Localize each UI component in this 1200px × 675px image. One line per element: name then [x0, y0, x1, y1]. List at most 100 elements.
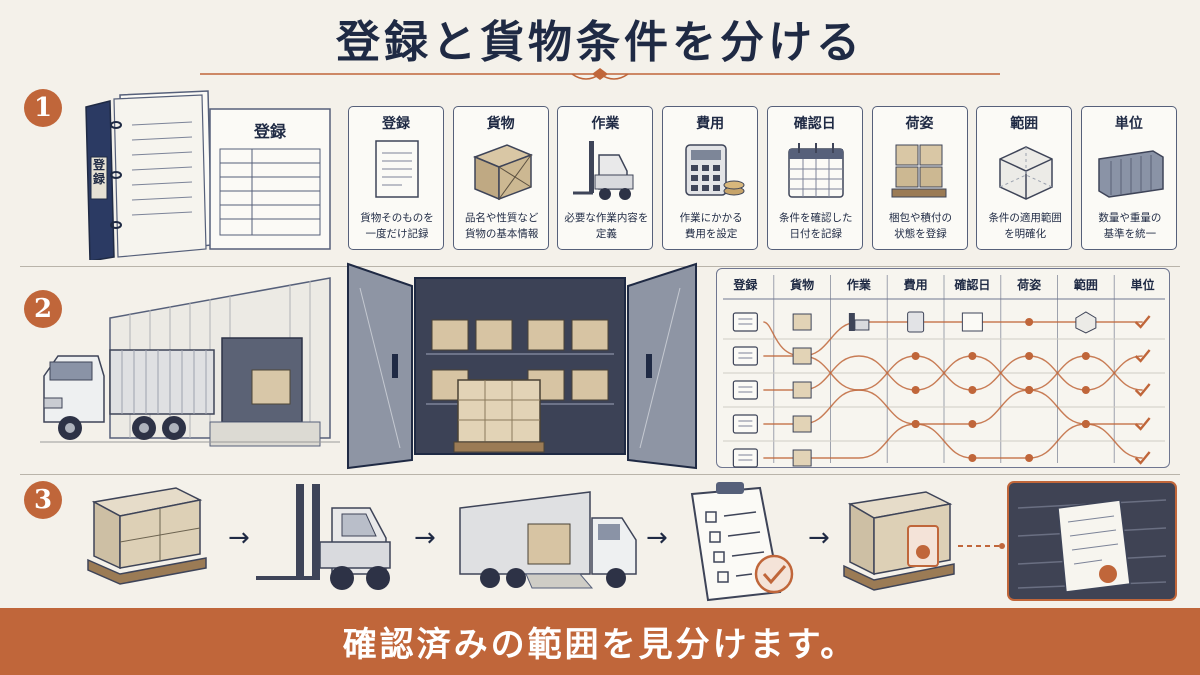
tagged-pallet-illustration: [843, 491, 955, 591]
pallet-icon: [891, 144, 946, 198]
crate-icon: [472, 144, 533, 201]
card-description: 必要な作業内容を定義: [560, 210, 652, 242]
card-description-line: 定義: [595, 228, 617, 240]
card-3: 作業必要な作業内容を定義: [557, 106, 654, 250]
matrix-node-dot: [968, 386, 977, 394]
card-8: 単位数量や重量の基準を統一: [1080, 106, 1177, 250]
binder-spine-label: 登録: [92, 158, 105, 186]
cube-outline-icon: [999, 146, 1053, 200]
matrix-node-dot: [1081, 352, 1090, 360]
matrix-node-dot: [911, 420, 920, 428]
calendar-small-icon: [961, 312, 983, 332]
card-description: 貨物そのものを一度だけ記録: [351, 210, 443, 242]
condition-matrix-grid: 登録貨物作業費用確認日荷姿範囲単位: [723, 275, 1165, 468]
cargo-box-icon: [792, 347, 812, 365]
step-2-badge: 2: [24, 290, 62, 328]
card-title: 費用: [696, 116, 725, 132]
document-icon: [375, 140, 419, 198]
card-description: 作業にかかる費用を設定: [665, 210, 757, 242]
matrix-node-dot: [1081, 386, 1090, 394]
card-description-line: 条件の適用範囲: [988, 212, 1062, 224]
matrix-node-dot: [1081, 420, 1090, 428]
checklist-clipboard-illustration: [690, 482, 794, 602]
card-1: 登録貨物そのものを一度だけ記録: [348, 106, 444, 250]
matrix-node-dot: [1025, 318, 1034, 326]
card-description-line: 日付を記録: [789, 228, 843, 240]
check-icon: [1134, 451, 1151, 465]
forklift-icon: [573, 141, 634, 200]
matrix-header-6: 荷姿: [1016, 277, 1041, 292]
register-sheet-icon: [732, 380, 758, 400]
matrix-connection-line: [763, 355, 1143, 391]
wrapped-pallet-label-illustration: [1007, 481, 1177, 601]
matrix-node-dot: [968, 420, 977, 428]
cube-small-icon: [1075, 311, 1097, 334]
footer-caption: 確認済みの範囲を見分けます。: [342, 625, 858, 665]
matrix-connection-line: [763, 355, 1143, 391]
step-3-badge: 3: [24, 481, 62, 519]
card-description: 品名や性質など貨物の基本情報: [456, 210, 548, 242]
card-title: 作業: [591, 116, 620, 132]
section-divider-1: [20, 266, 1180, 267]
svg-text:→: →: [808, 523, 830, 553]
card-description-line: 基準を統一: [1103, 228, 1157, 240]
condition-matrix: 登録貨物作業費用確認日荷姿範囲単位: [716, 268, 1170, 468]
forklift-illustration: [256, 484, 391, 590]
matrix-header-3: 作業: [847, 277, 872, 292]
register-sheet-icon: [732, 346, 758, 366]
matrix-header-7: 範囲: [1074, 277, 1098, 292]
card-description-line: を明確化: [1004, 228, 1047, 240]
card-2: 貨物品名や性質など貨物の基本情報: [452, 106, 549, 250]
check-icon: [1134, 315, 1151, 329]
card-title: 範囲: [1010, 116, 1039, 132]
svg-text:→: →: [228, 523, 250, 553]
matrix-header-4: 費用: [904, 277, 928, 292]
step-1-badge: 1: [24, 89, 62, 127]
forklift-small-body: [854, 319, 870, 331]
matrix-node-dot: [1025, 386, 1034, 394]
check-icon: [1134, 383, 1151, 397]
card-title: 荷姿: [905, 116, 934, 132]
card-description-line: 数量や重量の: [1098, 212, 1162, 224]
matrix-node-dot: [1025, 454, 1034, 462]
card-description-line: 状態を登録: [894, 228, 947, 240]
card-description-line: 一度だけ記録: [365, 228, 429, 240]
forklift-small-icon: [848, 313, 855, 331]
register-sheet-icon: [732, 312, 758, 332]
card-description: 数量や重量の基準を統一: [1084, 210, 1176, 242]
card-description-line: 梱包や積付の: [889, 212, 952, 224]
card-title: 確認日: [793, 116, 836, 132]
card-description-line: 品名や性質など: [464, 212, 539, 224]
check-icon: [1134, 349, 1151, 363]
matrix-node-dot: [968, 352, 977, 360]
pallet-boxes-illustration: [87, 487, 207, 585]
card-5: 確認日条件を確認した日付を記録: [766, 106, 863, 250]
card-4: 費用作業にかかる費用を設定: [662, 106, 759, 250]
matrix-header-8: 単位: [1131, 277, 1155, 292]
title-ornament: [200, 68, 1000, 80]
svg-text:→: →: [414, 523, 436, 553]
cargo-box-icon: [792, 449, 812, 467]
card-description: 条件を確認した日付を記録: [770, 210, 862, 242]
card-description: 条件の適用範囲を明確化: [979, 210, 1071, 242]
cargo-box-icon: [792, 415, 812, 433]
register-sheet-icon: [732, 414, 758, 434]
matrix-node-dot: [911, 386, 920, 394]
cargo-box-icon: [792, 381, 812, 399]
cargo-box-icon: [792, 313, 812, 331]
section-divider-2: [20, 474, 1180, 475]
card-7: 範囲条件の適用範囲を明確化: [976, 106, 1073, 250]
card-description-line: 貨物そのものを: [360, 212, 434, 224]
truck-loading-illustration: [459, 491, 637, 589]
card-description-line: 貨物の基本情報: [464, 228, 539, 240]
footer-banner: 確認済みの範囲を見分けます。: [0, 608, 1200, 675]
matrix-node-dot: [968, 454, 977, 462]
matrix-header-5: 確認日: [954, 277, 990, 292]
card-title: 単位: [1114, 116, 1143, 132]
matrix-connection-line: [763, 389, 1143, 425]
page-title: 登録と貨物条件を分ける: [336, 17, 864, 68]
calendar-icon: [788, 143, 844, 198]
card-description-line: 必要な作業内容を: [564, 212, 649, 224]
calculator-small-icon: [907, 311, 925, 333]
matrix-node-dot: [1025, 352, 1034, 360]
